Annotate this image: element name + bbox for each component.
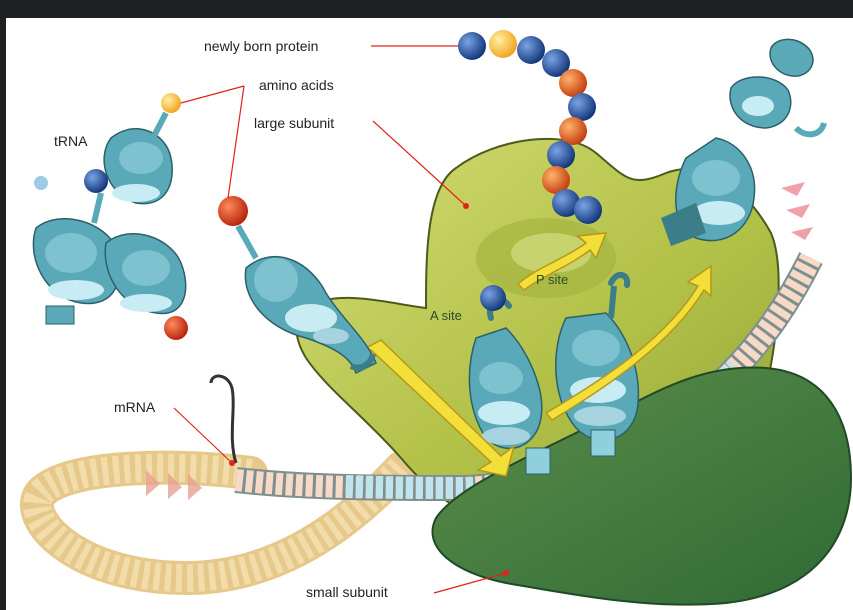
label-trna: tRNA [54, 133, 88, 149]
label-amino-acids: amino acids [259, 77, 334, 93]
label-small-subunit: small subunit [306, 584, 388, 600]
trna-free-cluster [33, 93, 188, 340]
ribosome-diagram: newly born protein amino acids large sub… [6, 18, 853, 610]
label-large-subunit: large subunit [254, 115, 334, 131]
label-mrna: mRNA [114, 399, 156, 415]
diagram-canvas: newly born protein amino acids large sub… [6, 18, 853, 610]
label-a-site: A site [430, 308, 462, 323]
trna-incoming [218, 196, 376, 373]
label-p-site: P site [536, 272, 568, 287]
label-newly-born-protein: newly born protein [204, 38, 318, 54]
